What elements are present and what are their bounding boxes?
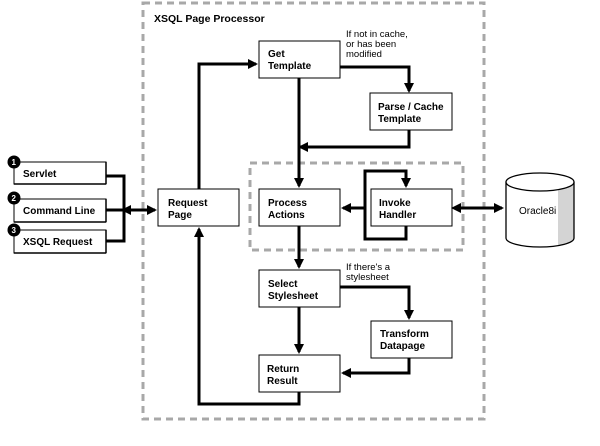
client-command-line[interactable]: Command Line (13, 198, 107, 223)
client-badge-2: 2 (7, 191, 21, 205)
node-get-template[interactable]: Get Template (258, 40, 341, 79)
client-xsql-request[interactable]: XSQL Request (13, 229, 107, 254)
svg-text:Result: Result (267, 376, 298, 387)
svg-text:Datapage: Datapage (380, 341, 425, 352)
client-badge-3: 3 (7, 223, 21, 237)
svg-text:Get: Get (268, 49, 285, 60)
client-badge-1: 1 (7, 155, 21, 169)
node-select-stylesheet[interactable]: Select Stylesheet (258, 269, 341, 308)
client-label: XSQL Request (23, 237, 93, 248)
node-parse-cache-template[interactable]: Parse / Cache Template (369, 92, 453, 131)
svg-text:modified: modified (346, 49, 382, 60)
svg-text:or has been: or has been (346, 39, 396, 50)
node-transform-datapage[interactable]: Transform Datapage (370, 320, 453, 359)
svg-text:Page: Page (168, 210, 192, 221)
database-oracle8i[interactable]: Oracle8i (505, 172, 575, 248)
processor-boundary (141, 1, 486, 421)
arrow-invoke-handler-loop (363, 169, 411, 241)
svg-text:Handler: Handler (379, 210, 416, 221)
svg-text:Transform: Transform (380, 329, 429, 340)
arrow-return-to-request (194, 227, 301, 406)
client-label: Servlet (23, 169, 57, 180)
svg-text:1: 1 (12, 158, 17, 167)
arrow-transform-to-return (341, 358, 411, 378)
svg-text:Actions: Actions (268, 210, 305, 221)
arrow-get-template-to-parse (340, 65, 414, 93)
node-process-actions[interactable]: Process Actions (258, 188, 341, 227)
processor-title: XSQL Page Processor (154, 13, 265, 25)
svg-text:2: 2 (12, 194, 17, 203)
client-bracket-connector (106, 174, 126, 243)
svg-text:stylesheet: stylesheet (346, 272, 389, 283)
svg-text:Template: Template (268, 61, 312, 72)
database-shade (558, 182, 575, 246)
node-invoke-handler[interactable]: Invoke Handler (370, 188, 453, 227)
client-label: Command Line (23, 206, 96, 217)
svg-text:Select: Select (268, 279, 298, 290)
svg-text:Process: Process (268, 198, 307, 209)
database-label: Oracle8i (519, 206, 556, 217)
svg-text:If there's a: If there's a (346, 262, 391, 273)
note-cache-condition: If not in cache, or has been modified (346, 29, 408, 60)
arrow-select-to-transform (340, 285, 414, 320)
svg-text:Invoke: Invoke (379, 198, 411, 209)
note-stylesheet-condition: If there's a stylesheet (346, 262, 391, 283)
svg-text:Request: Request (168, 198, 208, 209)
arrow-parse-to-process-join (298, 130, 411, 152)
svg-text:If not in cache,: If not in cache, (346, 29, 408, 40)
arrow-request-to-get-template (197, 59, 258, 189)
svg-text:Stylesheet: Stylesheet (268, 291, 319, 302)
client-servlet[interactable]: Servlet (13, 161, 107, 185)
node-request-page[interactable]: Request Page (157, 188, 240, 227)
svg-text:Return: Return (267, 364, 299, 375)
svg-text:Template: Template (378, 114, 422, 125)
svg-text:3: 3 (12, 226, 17, 235)
node-return-result[interactable]: Return Result (258, 354, 341, 393)
svg-text:Parse / Cache: Parse / Cache (378, 102, 444, 113)
